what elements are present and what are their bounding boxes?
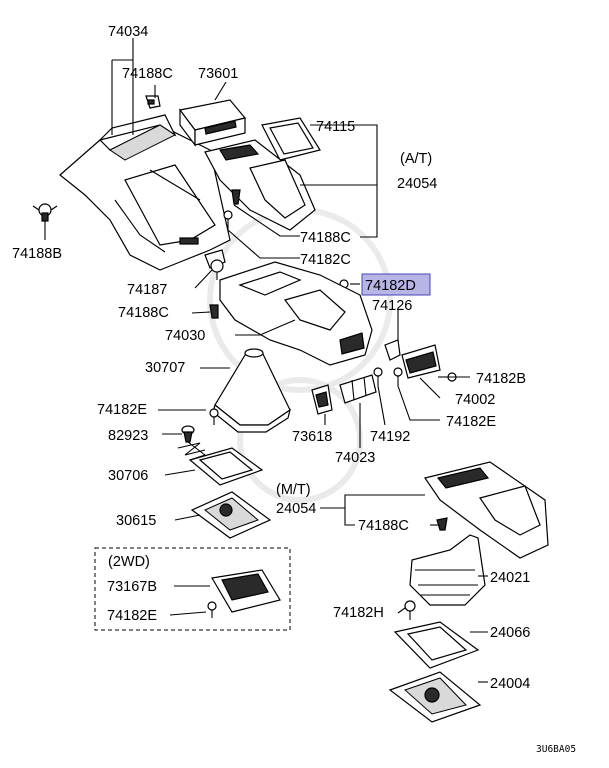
upper-console-74034[interactable] <box>59 114 231 271</box>
label-74187[interactable]: 74187 <box>127 282 167 298</box>
label-74126[interactable]: 74126 <box>372 298 412 314</box>
label-74188C-c[interactable]: 74188C <box>118 305 169 321</box>
label-74030[interactable]: 74030 <box>165 328 205 344</box>
bolt-74182E-right[interactable] <box>393 367 403 386</box>
label-24021[interactable]: 24021 <box>490 570 530 586</box>
label-74188C-d[interactable]: 74188C <box>358 518 409 534</box>
label-74182H[interactable]: 74182H <box>333 605 384 621</box>
inner-boot-24004[interactable] <box>388 671 482 723</box>
label-2wd-note: (2WD) <box>108 554 150 570</box>
label-74023[interactable]: 74023 <box>335 450 375 466</box>
break-mark <box>177 442 206 456</box>
bolt-74182E-2wd[interactable] <box>207 601 217 618</box>
clip-74188C-lower[interactable] <box>209 304 219 319</box>
label-74188B[interactable]: 74188B <box>12 246 62 262</box>
tray-73167B[interactable] <box>211 569 281 613</box>
diagram-code: 3U6BA05 <box>536 744 576 755</box>
label-74188C-a[interactable]: 74188C <box>122 66 173 82</box>
screw-74192[interactable] <box>373 367 383 386</box>
label-30706[interactable]: 30706 <box>108 468 148 484</box>
label-24066[interactable]: 24066 <box>490 625 530 641</box>
label-74182D[interactable]: 74182D <box>365 278 416 294</box>
switch-74002[interactable] <box>401 344 441 379</box>
label-82923[interactable]: 82923 <box>108 428 148 444</box>
label-30707[interactable]: 30707 <box>145 360 185 376</box>
label-73618[interactable]: 73618 <box>292 429 332 445</box>
gasket-30706[interactable] <box>188 447 264 486</box>
screw-74187[interactable] <box>210 259 224 280</box>
clip-74188C-top[interactable] <box>145 95 161 109</box>
bolt-74182H[interactable] <box>404 600 416 620</box>
label-73601[interactable]: 73601 <box>198 66 238 82</box>
label-24004[interactable]: 24004 <box>490 676 530 692</box>
lower-console-74030[interactable] <box>219 261 373 366</box>
label-24054-mt[interactable]: 24054 <box>276 501 316 517</box>
label-74182E-a[interactable]: 74182E <box>446 414 496 430</box>
label-mt-note: (M/T) <box>276 482 311 498</box>
leader-lines <box>44 38 488 683</box>
shift-boot-24021[interactable] <box>409 534 486 606</box>
label-30615[interactable]: 30615 <box>116 513 156 529</box>
at-shift-panel-24054[interactable] <box>204 139 316 231</box>
label-at-note: (A/T) <box>400 151 432 167</box>
label-74188C-b[interactable]: 74188C <box>300 230 351 246</box>
bracket-74023[interactable] <box>339 374 377 404</box>
shift-boot-30707[interactable] <box>212 348 291 433</box>
screw-74182C[interactable] <box>223 210 233 230</box>
bracket-73618[interactable] <box>311 384 333 415</box>
pocket-73601[interactable] <box>178 99 247 147</box>
highlight-74182D <box>361 273 431 296</box>
label-74182C[interactable]: 74182C <box>300 252 351 268</box>
trim-ring-74115[interactable] <box>261 117 321 161</box>
label-74115[interactable]: 74115 <box>316 119 355 135</box>
bracket-74126[interactable] <box>384 339 401 361</box>
2wd-variant-box <box>94 547 291 631</box>
bolt-74182E-left[interactable] <box>209 408 219 425</box>
part-labels: 74034 74188C 73601 74115 (A/T) 24054 741… <box>12 24 576 755</box>
clip-82923[interactable] <box>181 425 195 443</box>
clip-74188C-mid[interactable] <box>231 189 241 205</box>
clip-74188B[interactable] <box>32 203 58 222</box>
label-74192[interactable]: 74192 <box>370 429 410 445</box>
label-73167B[interactable]: 73167B <box>107 579 157 595</box>
label-74034[interactable]: 74034 <box>108 24 148 40</box>
label-74002[interactable]: 74002 <box>455 392 495 408</box>
label-74182E-c[interactable]: 74182E <box>107 608 157 624</box>
clip-74188C-mt[interactable] <box>436 517 448 531</box>
label-74182B[interactable]: 74182B <box>476 371 526 387</box>
gasket-24066[interactable] <box>393 621 480 669</box>
inner-boot-30615[interactable] <box>190 491 272 539</box>
label-24054-at[interactable]: 24054 <box>397 176 437 192</box>
label-74182E-b[interactable]: 74182E <box>97 402 147 418</box>
mt-shift-panel-24054[interactable] <box>424 461 549 559</box>
